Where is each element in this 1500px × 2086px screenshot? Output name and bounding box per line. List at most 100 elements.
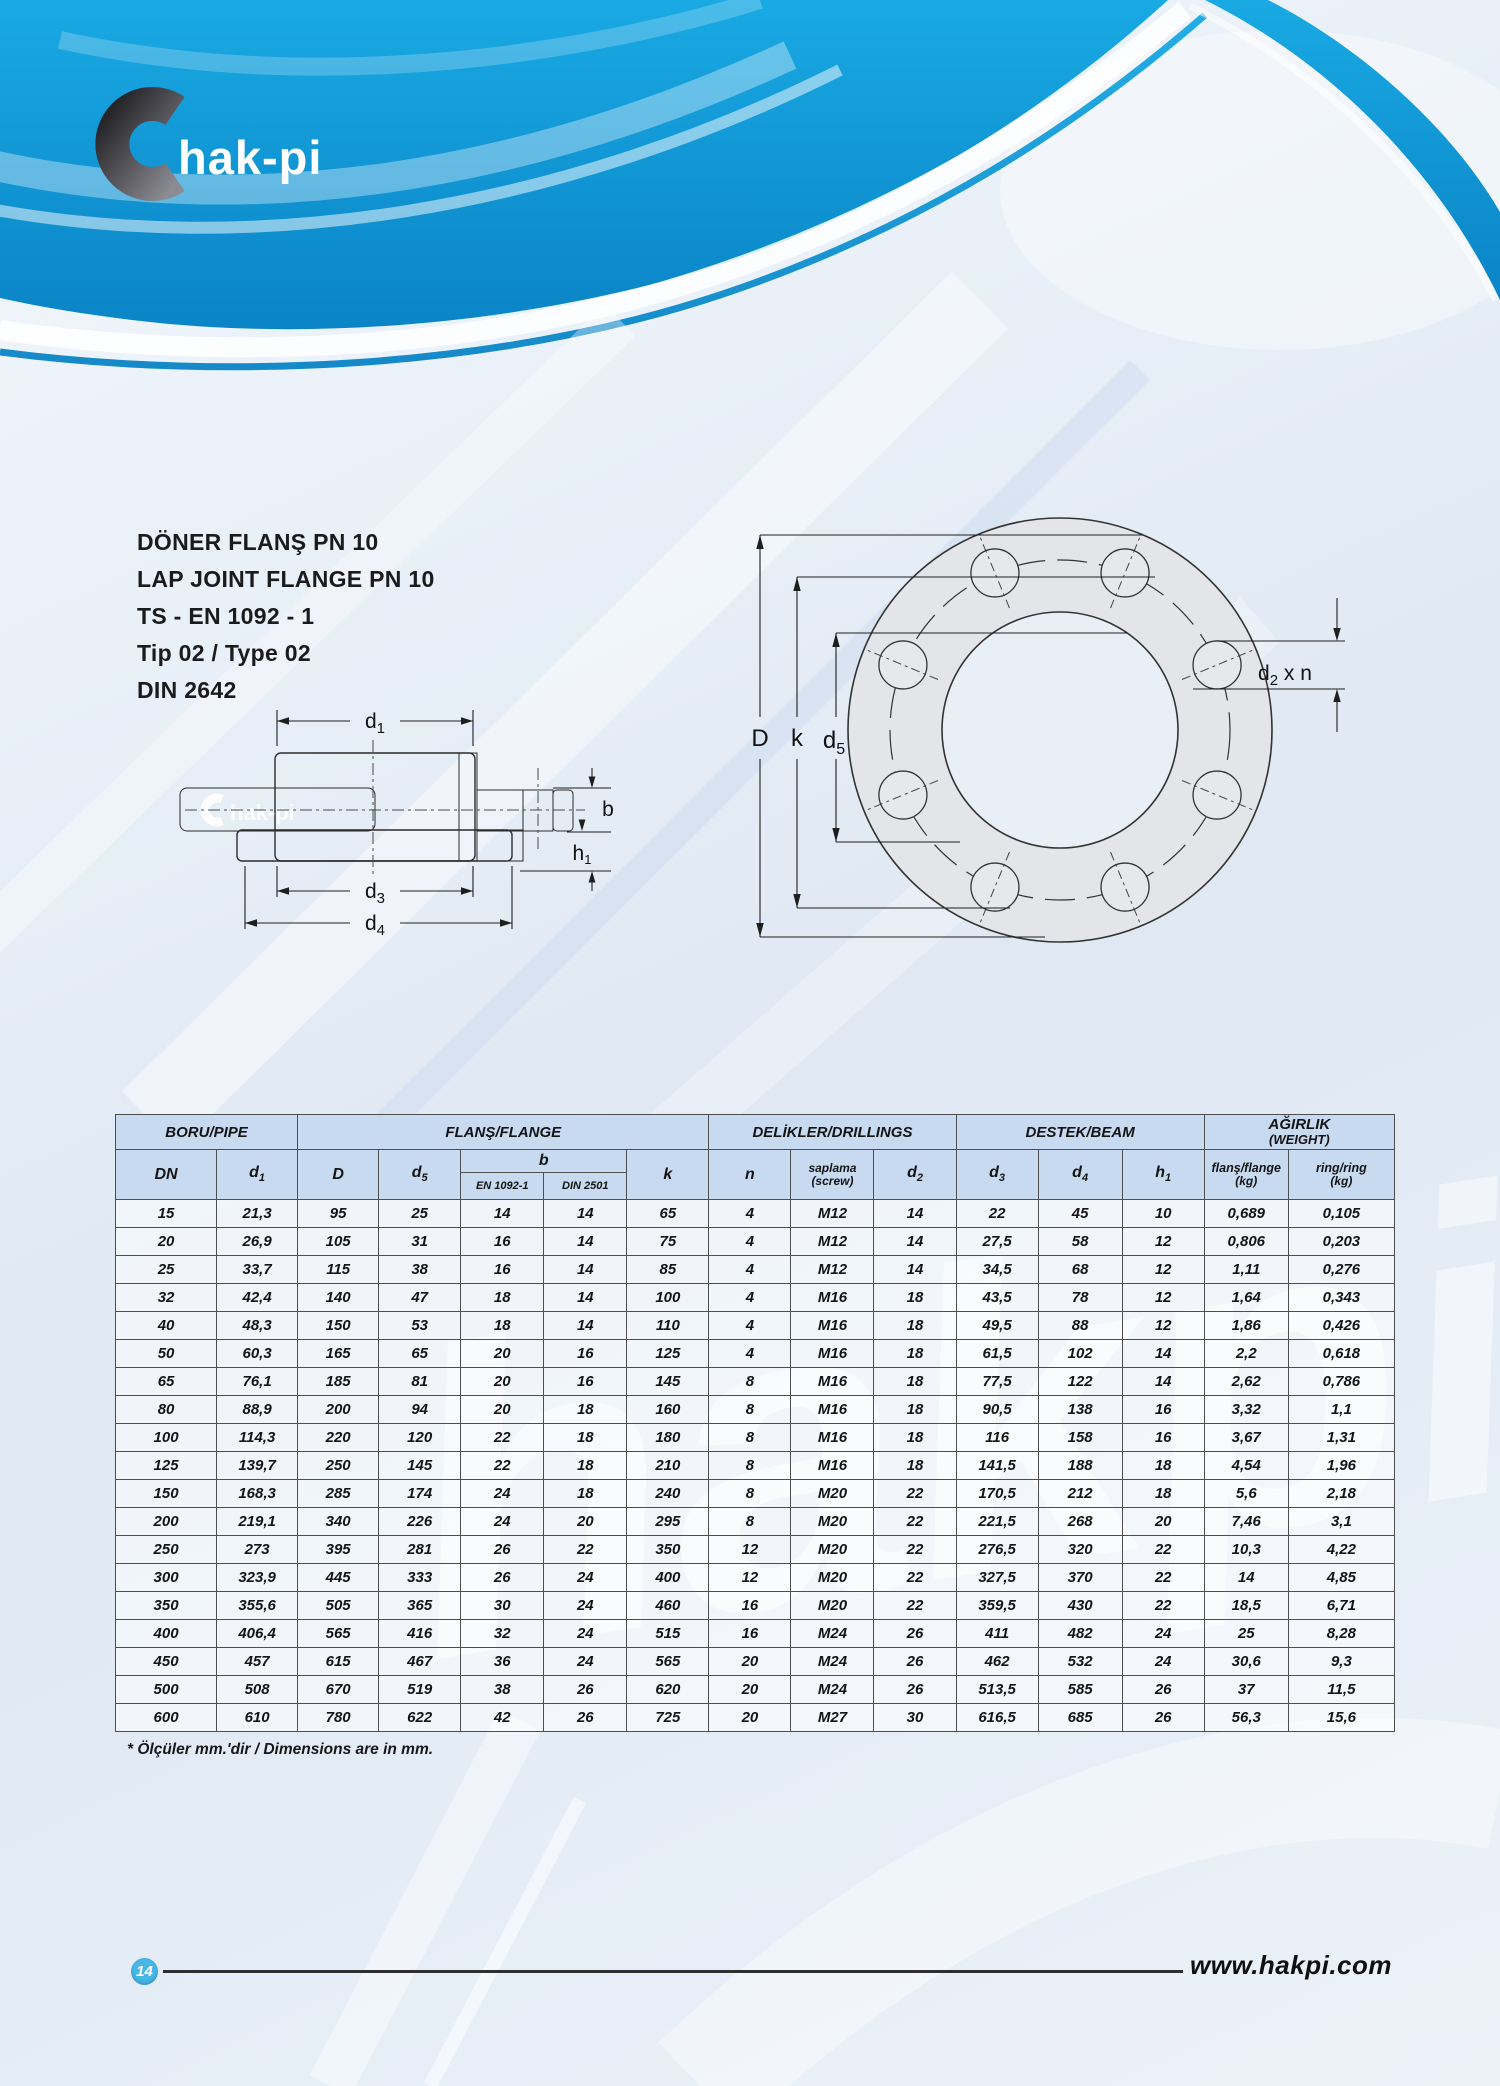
table-cell: 273 — [216, 1535, 299, 1564]
dim-label-k: k — [791, 725, 804, 752]
table-cell: 15 — [114, 1199, 218, 1228]
table-cell: 48,3 — [216, 1311, 299, 1340]
table-cell: 25 — [378, 1199, 462, 1228]
table-cell: 30 — [873, 1703, 957, 1732]
table-cell: 340 — [297, 1507, 380, 1536]
col-header-d3: d3 — [955, 1149, 1039, 1200]
table-cell: 145 — [626, 1367, 710, 1396]
table-cell: 16 — [708, 1619, 792, 1648]
table-cell: 18 — [873, 1283, 957, 1312]
table-cell: 281 — [378, 1535, 462, 1564]
table-cell: 406,4 — [216, 1619, 299, 1648]
table-cell: 102 — [1037, 1339, 1123, 1368]
table-cell: 10 — [1121, 1199, 1205, 1228]
table-cell: M16 — [790, 1283, 875, 1312]
table-cell: 16 — [1121, 1423, 1205, 1452]
pipe-logo-c-icon — [200, 793, 224, 827]
table-cell: 24 — [543, 1563, 628, 1592]
table-cell: 18,5 — [1203, 1591, 1289, 1620]
table-cell: 40 — [114, 1311, 218, 1340]
pipe-logo: hak-pi — [200, 793, 295, 827]
table-cell: 30,6 — [1203, 1647, 1289, 1676]
table-cell: 565 — [297, 1619, 380, 1648]
table-cell: 508 — [216, 1675, 299, 1704]
table-cell: 780 — [297, 1703, 380, 1732]
table-cell: 4 — [708, 1311, 792, 1340]
table-cell: 32 — [114, 1283, 218, 1312]
table-cell: 226 — [378, 1507, 462, 1536]
table-cell: 11,5 — [1287, 1675, 1396, 1704]
table-cell: 18 — [873, 1339, 957, 1368]
table-cell: 2,18 — [1287, 1479, 1396, 1508]
col-header-d5: d5 — [378, 1149, 462, 1200]
col-header-saplama: saplama(screw) — [790, 1149, 875, 1200]
table-cell: 81 — [378, 1367, 462, 1396]
table-cell: 141,5 — [955, 1451, 1039, 1480]
table-cell: 18 — [543, 1451, 628, 1480]
dimensions-footnote: * Ölçüler mm.'dir / Dimensions are in mm… — [127, 1741, 434, 1758]
dimension-b: b — [553, 768, 614, 833]
dim-label-d1: d1 — [365, 710, 385, 737]
table-cell: 60,3 — [216, 1339, 299, 1368]
table-cell: 22 — [1121, 1591, 1205, 1620]
table-cell: 56,3 — [1203, 1703, 1289, 1732]
table-cell: 359,5 — [955, 1591, 1039, 1620]
table-cell: 125 — [114, 1451, 218, 1480]
table-cell: 0,689 — [1203, 1199, 1289, 1228]
table-cell: 513,5 — [955, 1675, 1039, 1704]
table-cell: 18 — [543, 1479, 628, 1508]
table-cell: 22 — [1121, 1563, 1205, 1592]
dimension-h1: h1 — [520, 842, 611, 891]
table-cell: 0,203 — [1287, 1227, 1396, 1256]
table-cell: 94 — [378, 1395, 462, 1424]
table-cell: 250 — [114, 1535, 218, 1564]
table-cell: 565 — [626, 1647, 710, 1676]
table-cell: 24 — [543, 1591, 628, 1620]
table-cell: M12 — [790, 1199, 875, 1228]
table-cell: 610 — [216, 1703, 299, 1732]
col-header-flange-kg: flanş/flange(kg) — [1203, 1149, 1289, 1200]
table-cell: 8,28 — [1287, 1619, 1396, 1648]
table-cell: 3,32 — [1203, 1395, 1289, 1424]
table-cell: 24 — [1121, 1647, 1205, 1676]
table-cell: 30 — [460, 1591, 545, 1620]
dim-label-D: D — [751, 725, 768, 752]
table-cell: 22 — [873, 1563, 957, 1592]
title-line-2: LAP JOINT FLANGE PN 10 — [137, 566, 435, 592]
group-header-drillings: DELİKLER/DRILLINGS — [708, 1114, 957, 1150]
table-cell: 18 — [873, 1451, 957, 1480]
table-cell: 26 — [873, 1619, 957, 1648]
brand-logo-text: hak-pi — [178, 131, 322, 184]
table-cell: 16 — [543, 1339, 628, 1368]
table-cell: 36 — [460, 1647, 545, 1676]
table-cell: 22 — [460, 1423, 545, 1452]
table-cell: 4 — [708, 1199, 792, 1228]
table-cell: 53 — [378, 1311, 462, 1340]
table-cell: 65 — [626, 1199, 710, 1228]
table-cell: 585 — [1037, 1675, 1123, 1704]
table-cell: 250 — [297, 1451, 380, 1480]
table-cell: 24 — [460, 1507, 545, 1536]
bolt-hole — [1192, 640, 1242, 690]
table-cell: 4,22 — [1287, 1535, 1396, 1564]
table-cell: 170,5 — [955, 1479, 1039, 1508]
table-cell: 22 — [873, 1535, 957, 1564]
col-header-d2: d2 — [873, 1149, 957, 1200]
table-cell: 519 — [378, 1675, 462, 1704]
table-cell: 125 — [626, 1339, 710, 1368]
table-cell: 38 — [378, 1255, 462, 1284]
table-cell: 460 — [626, 1591, 710, 1620]
table-cell: 8 — [708, 1423, 792, 1452]
table-cell: 200 — [297, 1395, 380, 1424]
table-cell: 24 — [543, 1619, 628, 1648]
pipe-logo-text: hak-pi — [230, 800, 295, 825]
table-cell: 221,5 — [955, 1507, 1039, 1536]
